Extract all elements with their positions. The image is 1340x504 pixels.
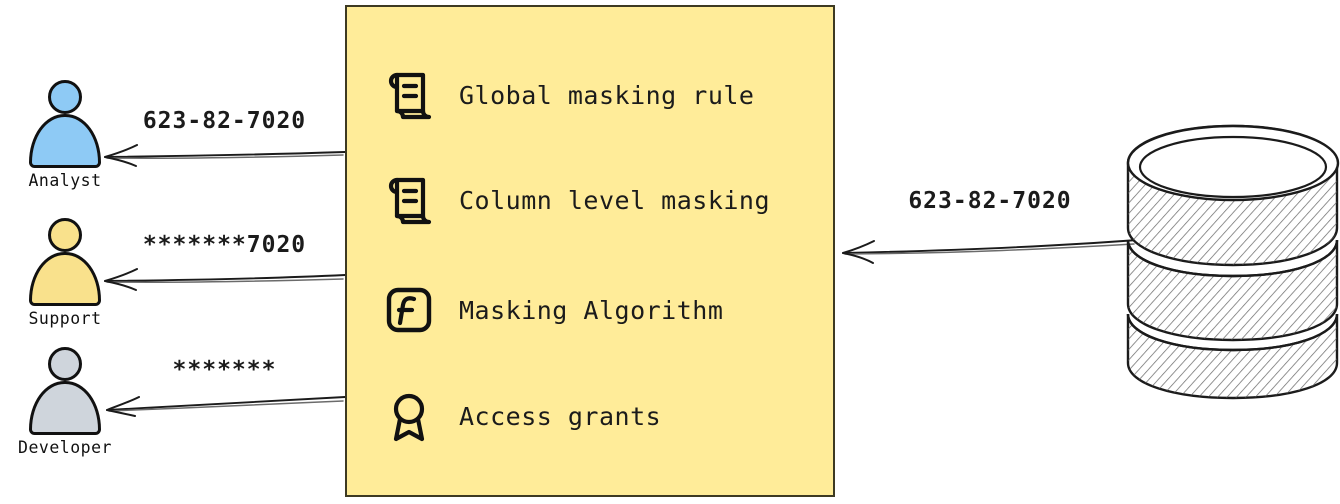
flow-arrow-support: *******7020: [103, 232, 346, 292]
flow-label-analyst: 623-82-7020: [142, 108, 307, 134]
avatar: [25, 347, 105, 435]
flow-arrow-analyst: 623-82-7020: [103, 108, 346, 168]
panel-item-access-grants[interactable]: Access grants: [383, 390, 661, 442]
avatar-head-icon: [48, 218, 82, 252]
flow-label-support: *******7020: [142, 232, 307, 258]
arrow-line-icon: [842, 239, 1138, 264]
actor-developer: Developer: [10, 347, 120, 457]
avatar-body-icon: [29, 114, 101, 168]
actor-label: Developer: [18, 438, 112, 457]
flow-label-developer: *******: [172, 357, 277, 383]
avatar-body-icon: [29, 252, 101, 306]
flow-arrow-developer: *******: [103, 357, 346, 417]
flow-label-database: 623-82-7020: [908, 188, 1072, 214]
award-ribbon-icon: [383, 390, 435, 442]
panel-item-global-masking-rule[interactable]: Global masking rule: [383, 69, 754, 121]
panel-item-label: Column level masking: [459, 185, 771, 215]
actor-label: Support: [28, 309, 102, 328]
panel-item-label: Access grants: [459, 401, 662, 431]
scroll-icon: [383, 174, 435, 226]
avatar-head-icon: [48, 80, 82, 114]
scroll-icon: [383, 69, 435, 121]
avatar-head-icon: [48, 347, 82, 381]
panel-item-label: Global masking rule: [459, 80, 755, 110]
actor-support: Support: [10, 218, 120, 328]
actor-analyst: Analyst: [10, 80, 120, 190]
function-icon: [383, 284, 435, 336]
flow-arrow-database: 623-82-7020: [840, 188, 1140, 268]
arrow-line-icon: [104, 144, 346, 167]
panel-item-label: Masking Algorithm: [459, 295, 724, 325]
masking-policy-panel: Global masking rule Column level masking: [345, 5, 835, 497]
panel-item-masking-algorithm[interactable]: Masking Algorithm: [383, 284, 723, 336]
db-segment-top: [1126, 124, 1340, 267]
avatar-body-icon: [29, 381, 101, 435]
actor-label: Analyst: [28, 171, 102, 190]
avatar: [25, 80, 105, 168]
database-icon: [1120, 118, 1340, 403]
avatar: [25, 218, 105, 306]
arrow-line-icon: [106, 396, 346, 417]
panel-item-column-level-masking[interactable]: Column level masking: [383, 174, 770, 226]
arrow-line-icon: [104, 268, 346, 291]
